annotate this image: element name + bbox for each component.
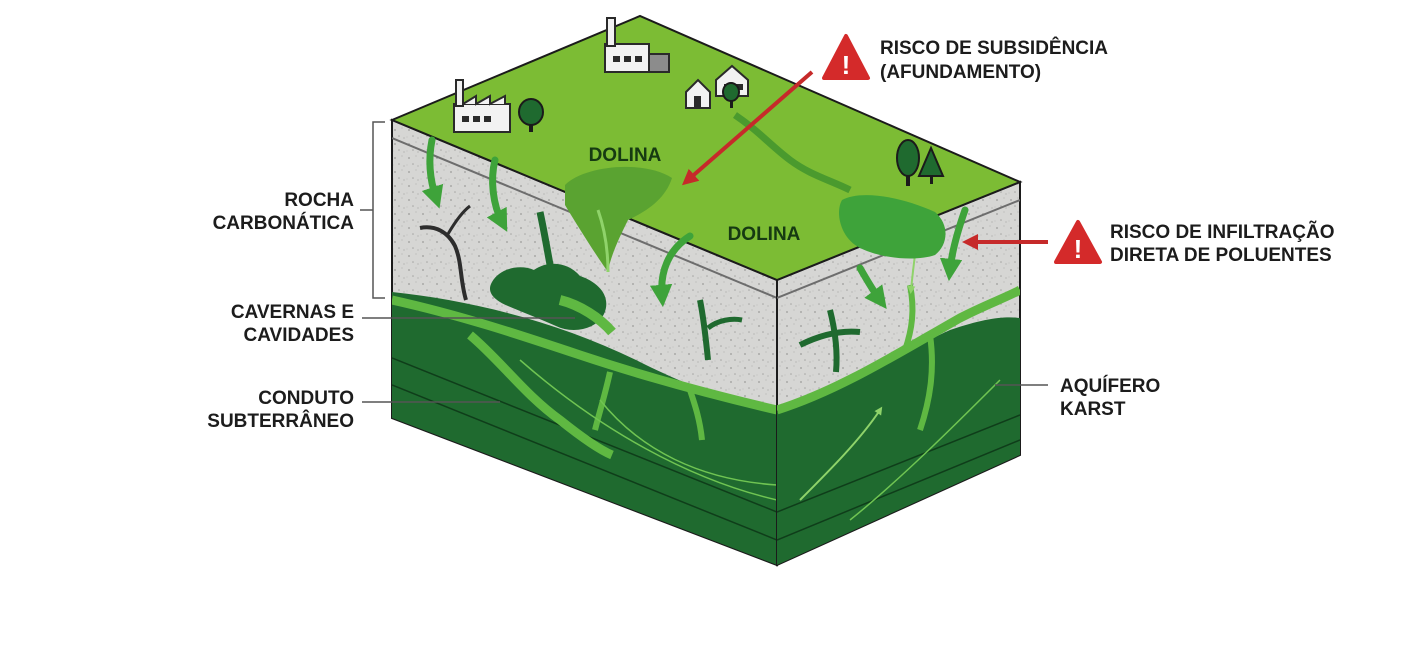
warning-exclamation: ! [1074,234,1083,264]
tree-icon [896,139,920,186]
factory-icon [453,79,511,133]
tree-icon [518,98,544,132]
aquifer-layer-left [392,292,777,565]
tree-icon [722,82,740,108]
caves-label-line2: CAVIDADES [244,325,355,346]
cave-cavity [489,263,607,330]
dolina-sinkhole-2 [839,195,946,259]
dolina-label-2: DOLINA [728,224,801,245]
aquifer-label-line1: AQUÍFERO [1060,375,1160,397]
rock-label-line2: CARBONÁTICA [213,212,355,234]
dolina-label-1: DOLINA [589,145,662,166]
warning-triangle-icon [1054,220,1102,264]
aquifer-label-line2: KARST [1060,399,1126,420]
warning-exclamation: ! [842,50,851,80]
terrain-block [389,14,1023,567]
dolina-sinkhole-1 [565,166,672,272]
rock-bracket [360,121,385,299]
warning-infiltration-line1: RISCO DE INFILTRAÇÃO [1110,221,1334,243]
conduit-label-line2: SUBTERRÂNEO [207,410,354,432]
warning-infiltration: ! RISCO DE INFILTRAÇÃO DIRETA DE POLUENT… [962,220,1334,266]
infiltration-arrow [421,136,444,209]
caves-label-line1: CAVERNAS E [231,302,354,323]
flow-arrow-up [799,406,883,501]
surface-stream [733,112,852,194]
tree-icon [917,145,945,184]
aquifer-layer-right [777,317,1020,565]
infiltration-arrow [649,232,694,308]
conduit-channel [392,295,777,415]
subsidence-pointer-arrow [681,70,814,186]
warning-infiltration-line2: DIRETA DE POLUENTES [1110,245,1332,266]
warning-triangle-icon [822,34,870,80]
infiltration-arrow [939,206,969,282]
infiltration-arrow [486,156,508,232]
infiltration-arrow [856,264,887,309]
warning-subsidence: ! RISCO DE SUBSIDÊNCIA (AFUNDAMENTO) [681,34,1108,186]
infiltration-arrows [421,136,969,309]
conduit-label-line1: CONDUTO [258,388,354,409]
warning-subsidence-line1: RISCO DE SUBSIDÊNCIA [880,37,1108,59]
warning-subsidence-line2: (AFUNDAMENTO) [880,62,1041,83]
house-icon [685,78,711,109]
rock-label-line1: ROCHA [284,190,354,211]
factory-icon [604,17,670,73]
